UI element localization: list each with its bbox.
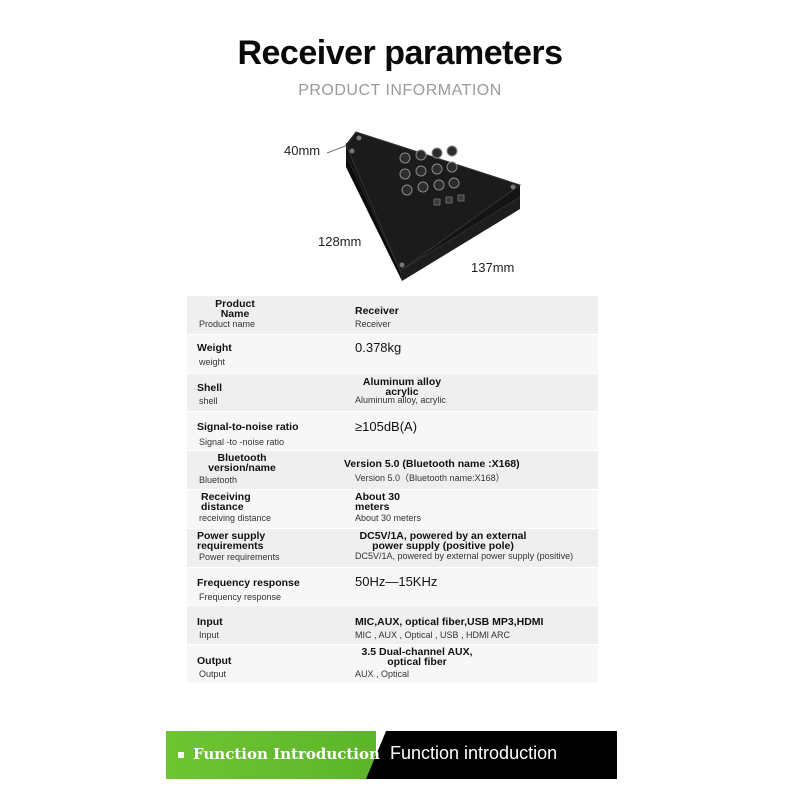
- spec-value: About 30 meters: [355, 490, 400, 513]
- depth-dimension: 128mm: [318, 234, 362, 249]
- spec-label: Power supply requirements: [197, 529, 266, 552]
- spec-label: Input: [197, 616, 223, 629]
- spec-label-sub: Output: [199, 669, 227, 680]
- spec-row-output: Output Output 3.5 Dual-channel AUX, opti…: [187, 645, 598, 684]
- spec-value-sub: DC5V/1A, powered by external power suppl…: [355, 550, 574, 561]
- spec-label-sub: Bluetooth: [199, 475, 238, 486]
- spec-label-sub: shell: [199, 395, 218, 406]
- spec-value: 50Hz—15KHz: [355, 573, 438, 589]
- banner-primary-label: Function Introduction: [193, 745, 380, 763]
- spec-value: Receiver: [355, 305, 399, 317]
- spec-value: ≥105dB(A): [355, 419, 418, 435]
- spec-value: MIC,AUX, optical fiber,USB MP3,HDMI: [355, 616, 544, 629]
- spec-label: Frequency response: [197, 576, 300, 589]
- spec-label: Product Name: [215, 298, 255, 320]
- spec-row-snr: Signal-to-noise ratio Signal -to -noise …: [187, 412, 598, 452]
- page-title: Receiver parameters: [237, 34, 563, 72]
- spec-label: Bluetooth version/name: [208, 452, 276, 475]
- product-illustration: 40mm 128mm 137mm: [280, 125, 540, 290]
- banner-green-panel: [166, 731, 376, 779]
- spec-label: Output: [197, 655, 232, 668]
- spec-row-bluetooth: Bluetooth version/name Bluetooth Version…: [187, 451, 598, 490]
- spec-row-input: Input Input MIC,AUX, optical fiber,USB M…: [187, 606, 598, 646]
- banner-black-panel: [366, 731, 617, 779]
- spec-row-distance: Receiving distance receiving distance Ab…: [187, 489, 598, 529]
- height-dimension: 40mm: [284, 143, 321, 158]
- spec-value-sub: Aluminum alloy, acrylic: [355, 394, 446, 405]
- spec-label-sub: receiving distance: [199, 512, 272, 523]
- spec-value-sub: AUX , Optical: [355, 669, 410, 680]
- spec-row-product-name: Product Name Product name Receiver Recei…: [187, 296, 598, 335]
- spec-label-sub: Frequency response: [199, 591, 282, 602]
- width-dimension: 137mm: [471, 260, 515, 275]
- function-banner: Function Introduction Function introduct…: [166, 731, 617, 779]
- spec-label-sub: Signal -to -noise ratio: [199, 437, 285, 448]
- spec-label: Receiving distance: [201, 490, 251, 513]
- spec-label-sub: weight: [199, 356, 226, 367]
- spec-row-weight: Weight weight 0.378kg: [187, 334, 598, 374]
- spec-value-sub: About 30 meters: [355, 512, 422, 523]
- spec-label: Weight: [197, 341, 232, 354]
- spec-row-power: Power supply requirements Power requirem…: [187, 528, 598, 568]
- spec-table: Product Name Product name Receiver Recei…: [187, 296, 598, 684]
- receiver-drawing: [326, 131, 522, 281]
- spec-value-sub: Version 5.0（Bluetooth name:X168）: [355, 473, 505, 484]
- square-bullet-icon: [178, 752, 184, 758]
- banner-secondary-label: Function introduction: [390, 743, 558, 763]
- spec-row-shell: Shell shell Aluminum alloy acrylic Alumi…: [187, 373, 598, 413]
- spec-value-sub: MIC , AUX , Optical , USB , HDMI ARC: [355, 630, 511, 641]
- spec-value: DC5V/1A, powered by an external power su…: [359, 529, 527, 552]
- spec-value-sub: Receiver: [355, 319, 391, 329]
- spec-value: Version 5.0 (Bluetooth name :X168): [344, 458, 520, 471]
- spec-label-sub: Product name: [199, 319, 256, 329]
- spec-value: 0.378kg: [355, 339, 402, 355]
- spec-label: Shell: [197, 381, 223, 394]
- spec-label-sub: Input: [199, 630, 220, 641]
- spec-label-sub: Power requirements: [199, 551, 280, 562]
- spec-value: 3.5 Dual-channel AUX, optical fiber: [361, 646, 473, 669]
- page-subtitle: PRODUCT INFORMATION: [298, 82, 502, 99]
- spec-row-frequency: Frequency response Frequency response 50…: [187, 567, 598, 607]
- spec-value: Aluminum alloy acrylic: [362, 375, 442, 398]
- spec-label: Signal-to-noise ratio: [197, 421, 299, 434]
